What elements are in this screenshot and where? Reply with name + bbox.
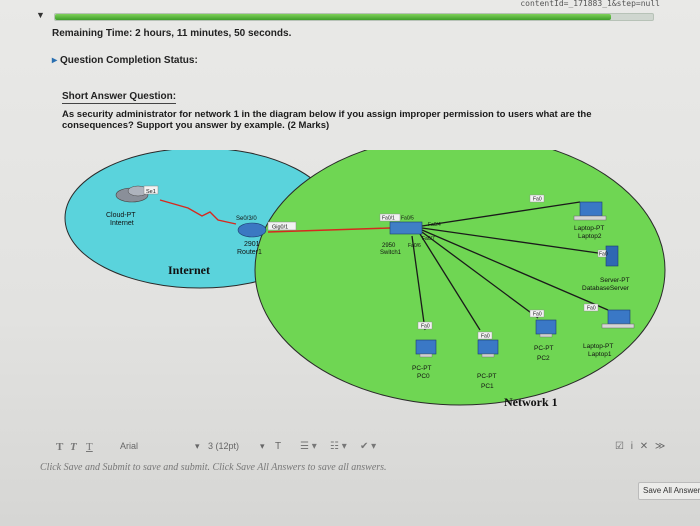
- numbered-list-icon[interactable]: ☷ ▾: [330, 441, 347, 452]
- italic-button[interactable]: T: [70, 441, 77, 453]
- save-all-answers-button[interactable]: Save All Answers: [638, 482, 700, 500]
- switch-port-2-label: Fa0/5: [401, 216, 414, 222]
- router-port-gig-label: Gig0/1: [272, 225, 288, 231]
- editor-toolbar: T T T Arial ▾ 3 (12pt) ▾ T ☰ ▾ ☷ ▾ ✔ ▾ ☑…: [40, 438, 700, 458]
- bullet-list-icon[interactable]: ☰ ▾: [300, 441, 317, 452]
- url-fragment: contentId=_171883_1&step=null: [520, 0, 660, 8]
- switch-sub-label: Switch1: [380, 250, 402, 256]
- serial-link-cloud-router: [159, 199, 237, 225]
- router-device[interactable]: Se0/3/0 Gig0/1 2901 Router1: [236, 216, 297, 256]
- text-color-button[interactable]: T: [275, 441, 282, 452]
- network-diagram-svg: Cloud-PT Internet Se1 Se0/3/0 Gig0/1 290…: [64, 150, 666, 409]
- pc0-name-label: PC-PT: [412, 365, 432, 372]
- pc2-device[interactable]: Fa0 PC-PT PC2: [529, 309, 557, 362]
- cloud-device[interactable]: Cloud-PT Internet Se1: [106, 185, 159, 227]
- switch-port-1-label: Fa0/1: [382, 216, 395, 222]
- chevron-down-icon[interactable]: ▾: [195, 441, 200, 451]
- pc2-port-label: Fa0: [533, 312, 542, 318]
- switch-port-5-label: Fa0/6: [408, 243, 421, 249]
- switch-device[interactable]: Fa0/1 Fa0/5 Fa0/4 Fa0/7 Fa0/6 2950 Switc…: [379, 213, 441, 256]
- remaining-time: Remaining Time: 2 hours, 11 minutes, 50 …: [52, 28, 291, 39]
- question-box: Short Answer Question: As security admin…: [62, 86, 662, 131]
- laptop1-device[interactable]: Fa0 Laptop-PT Laptop1: [583, 303, 635, 358]
- completion-status-label: Question Completion Status:: [60, 55, 198, 66]
- font-size-select[interactable]: 3 (12pt): [208, 441, 240, 451]
- spellcheck-icon[interactable]: ✔ ▾: [360, 441, 377, 452]
- pc0-sub-label: PC0: [417, 373, 430, 380]
- laptop2-sub-label: Laptop2: [578, 233, 602, 240]
- font-name-select[interactable]: Arial: [120, 441, 139, 451]
- remaining-time-label: Remaining Time:: [52, 28, 133, 39]
- pc0-device[interactable]: Fa0 PC-PT PC0: [412, 321, 437, 380]
- bold-button[interactable]: T: [56, 441, 64, 453]
- link-switch-server: [421, 227, 606, 255]
- switch-port-3-label: Fa0/4: [428, 222, 441, 228]
- network-diagram: Cloud-PT Internet Se1 Se0/3/0 Gig0/1 290…: [60, 150, 670, 430]
- server-port-label: Fa0: [599, 252, 608, 258]
- link-switch-laptop1: [421, 229, 609, 311]
- link-switch-pc1: [419, 233, 481, 331]
- cloud-name-label: Cloud-PT: [106, 212, 136, 219]
- laptop2-name-label: Laptop-PT: [574, 225, 604, 232]
- laptop2-device[interactable]: Fa0 Laptop-PT Laptop2: [529, 194, 607, 240]
- switch-name-label: 2950: [382, 243, 396, 249]
- pc0-port-label: Fa0: [421, 324, 430, 330]
- timer-progress-bar: [54, 13, 654, 21]
- server-sub-label: DatabaseServer: [582, 285, 630, 292]
- question-text: As security administrator for network 1 …: [62, 109, 622, 131]
- laptop1-port-label: Fa0: [587, 306, 596, 312]
- pc1-port-label: Fa0: [481, 334, 490, 340]
- link-router-switch: [267, 227, 391, 233]
- pc2-sub-label: PC2: [537, 355, 550, 362]
- server-device[interactable]: Fa0 Server-PT DatabaseServer: [582, 245, 630, 292]
- laptop2-port-label: Fa0: [533, 197, 542, 203]
- toolbar-right-icons[interactable]: ☑ i ✕ ≫: [615, 441, 668, 452]
- internet-zone-label: Internet: [168, 263, 210, 277]
- question-title: Short Answer Question:: [62, 91, 177, 104]
- switch-port-4-label: Fa0/7: [422, 236, 435, 242]
- laptop1-sub-label: Laptop1: [588, 351, 612, 358]
- pc1-sub-label: PC1: [481, 383, 494, 390]
- cloud-port-label: Se1: [146, 189, 156, 195]
- collapse-chevron-icon[interactable]: ▼: [36, 10, 45, 20]
- submit-instructions: Click Save and Submit to save and submit…: [40, 462, 387, 473]
- router-sub-label: Router1: [237, 249, 262, 256]
- laptop1-name-label: Laptop-PT: [583, 343, 613, 350]
- router-name-label: 2901: [244, 241, 260, 248]
- link-switch-pc2: [421, 231, 539, 319]
- router-port-serial-label: Se0/3/0: [236, 216, 257, 222]
- expand-icon[interactable]: ▸: [52, 55, 58, 66]
- network-zone: [254, 150, 666, 406]
- cloud-sub-label: Internet: [110, 220, 134, 227]
- underline-button[interactable]: T: [86, 441, 93, 453]
- link-switch-pc0: [411, 235, 426, 331]
- pc2-name-label: PC-PT: [534, 345, 554, 352]
- completion-status[interactable]: ▸Question Completion Status:: [52, 55, 198, 66]
- pc1-name-label: PC-PT: [477, 373, 497, 380]
- link-switch-laptop2: [421, 201, 581, 227]
- network-zone-label: Network 1: [504, 395, 558, 409]
- remaining-time-value: 2 hours, 11 minutes, 50 seconds.: [135, 28, 292, 39]
- pc1-device[interactable]: Fa0 PC-PT PC1: [477, 331, 499, 390]
- question-body: As security administrator for network 1 …: [62, 109, 592, 131]
- chevron-down-icon[interactable]: ▾: [260, 441, 265, 451]
- timer-progress-fill: [55, 14, 612, 20]
- question-marks: (2 Marks): [287, 120, 330, 131]
- progress-area: ▼: [36, 8, 676, 26]
- server-name-label: Server-PT: [600, 277, 630, 284]
